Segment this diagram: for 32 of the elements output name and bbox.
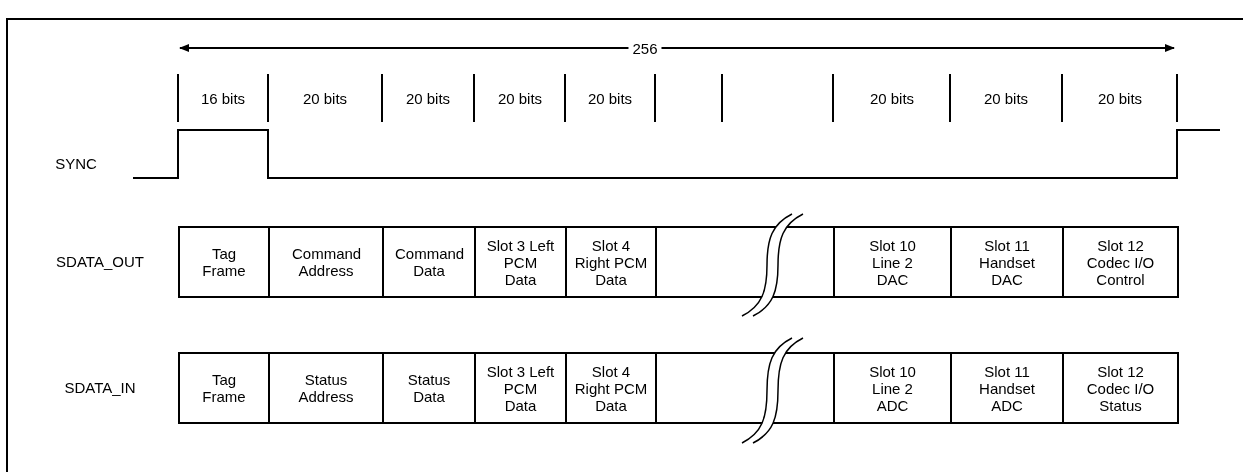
- slot-label: Tag Frame: [201, 371, 247, 405]
- slot-label: Tag Frame: [201, 245, 247, 279]
- slot-cell: [382, 352, 476, 424]
- slot-cell: [950, 226, 1064, 298]
- slot-cell: [382, 226, 476, 298]
- slot-label: Slot 4 Right PCM Data: [573, 236, 649, 288]
- slot-cell: [565, 352, 657, 424]
- slot-cell: [268, 352, 384, 424]
- slot-label: Slot 10 Line 2 DAC: [868, 236, 917, 288]
- slot-cell: [268, 226, 384, 298]
- slot-label: Slot 3 Left PCM Data: [486, 362, 555, 414]
- slot-label: Command Address: [292, 245, 360, 279]
- slot-label: Slot 11 Handset ADC: [978, 362, 1036, 414]
- slot-cell: [1062, 352, 1179, 424]
- slot-cell: [474, 352, 567, 424]
- slot-label: Status Data: [406, 371, 452, 405]
- slot-label: Slot 12 Codec I/O Control: [1086, 236, 1155, 288]
- slot-label: Slot 3 Left PCM Data: [486, 236, 555, 288]
- slot-label: Slot 12 Codec I/O Status: [1086, 362, 1155, 414]
- slot-cell: [1062, 226, 1179, 298]
- slot-cell: [833, 226, 952, 298]
- slot-cell: [178, 352, 270, 424]
- slot-label: Status Address: [297, 371, 355, 405]
- slot-label: Slot 4 Right PCM Data: [573, 362, 649, 414]
- slot-cell: [474, 226, 567, 298]
- slot-cell: [950, 352, 1064, 424]
- slot-label: Slot 10 Line 2 ADC: [868, 362, 917, 414]
- slot-cell: [565, 226, 657, 298]
- slot-label: Slot 11 Handset DAC: [978, 236, 1036, 288]
- slot-cell: [833, 352, 952, 424]
- slot-label: Command Data: [395, 245, 463, 279]
- slot-cell: [178, 226, 270, 298]
